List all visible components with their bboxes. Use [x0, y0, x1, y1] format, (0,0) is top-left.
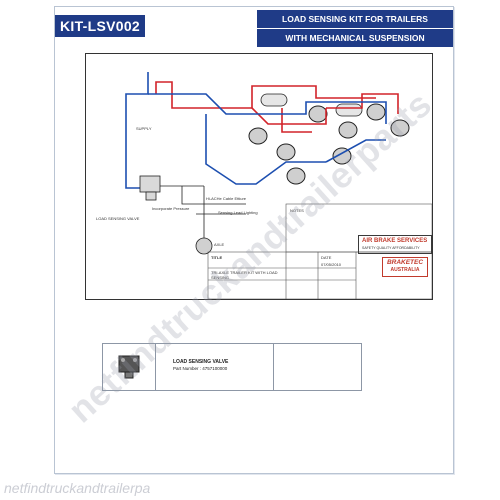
load-sensing-valve-label: LOAD SENSING VALVE — [96, 216, 140, 221]
title-block-frame — [207, 203, 432, 299]
callout-2: Sensing Lead Lighting — [218, 210, 258, 215]
company-tagline: SAFETY QUALITY AFFORDABILITY — [362, 246, 420, 250]
air-lines-red — [155, 81, 399, 133]
load-sensing-valve-symbol — [139, 175, 161, 201]
title-line-2: WITH MECHANICAL SUSPENSION — [257, 29, 453, 47]
company-name: AIR BRAKE SERVICES — [362, 238, 428, 244]
part-description: LOAD SENSING VALVE — [173, 359, 229, 365]
axle-label: AXLE — [214, 242, 225, 247]
axle-circle — [195, 237, 213, 255]
notes-heading: NOTES — [290, 208, 304, 213]
title-block-date-value: 07/05/2010 — [321, 262, 342, 267]
braketec-logo: BRAKETEC AUSTRALIA — [382, 257, 428, 277]
callout-1: Hi-ACHe Cable Ettiure — [206, 196, 247, 201]
supply-label: SUPPLY — [136, 126, 152, 131]
callout-3: Incorporate Pressure — [152, 206, 190, 211]
title-block-title-label: TITLE — [211, 255, 223, 260]
title-block-title-value: TRI-AXLE TRAILER KIT WITH LOAD SENSING — [211, 270, 278, 280]
valve-thumbnail-icon — [118, 355, 140, 379]
air-tanks — [260, 93, 363, 117]
sensing-linkage — [160, 185, 246, 240]
title-block-date-label: DATE — [321, 255, 332, 260]
title-line-1: LOAD SENSING KIT FOR TRAILERS — [257, 10, 453, 28]
braketec-region: AUSTRALIA — [390, 267, 420, 273]
table-divider — [273, 344, 274, 390]
company-logo: AIR BRAKE SERVICES SAFETY QUALITY AFFORD… — [358, 235, 432, 254]
schematic-drawing: SUPPLY LOAD SENSING VALVE AXLE Hi-ACHe C… — [85, 53, 433, 300]
braketec-brand: BRAKETEC — [386, 259, 424, 266]
trailer-axles — [248, 103, 410, 185]
air-lines-blue — [125, 72, 387, 189]
document-page: KIT-LSV002 LOAD SENSING KIT FOR TRAILERS… — [54, 6, 454, 474]
table-divider — [155, 344, 156, 390]
kit-code-badge: KIT-LSV002 — [55, 15, 145, 37]
bottom-watermark: netfindtruckandtrailerpa — [4, 480, 151, 496]
schematic-svg — [125, 72, 432, 299]
parts-table: LOAD SENSING VALVE Part Number : 4757100… — [102, 343, 362, 391]
part-number: Part Number : 4757100000 — [173, 366, 228, 371]
